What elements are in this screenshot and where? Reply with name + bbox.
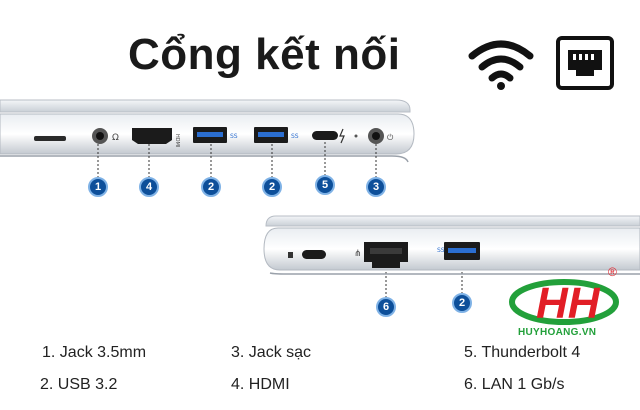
svg-text:SS: SS [291, 133, 299, 140]
legend-item-6: 6. LAN 1 Gb/s [464, 376, 565, 393]
callout-2a: 2 [201, 177, 221, 197]
legend-item-4: 4. HDMI [231, 376, 290, 393]
legend-item-3: 3. Jack sạc [231, 344, 312, 361]
callout-3: 3 [366, 177, 386, 197]
svg-text:Ω: Ω [112, 133, 119, 143]
callout-5: 5 [315, 175, 335, 195]
ethernet-port-icon [556, 36, 614, 90]
wifi-icon [468, 40, 534, 90]
logo-site: HUYHOANG.VN [518, 327, 597, 338]
logo-mark: HH [536, 279, 601, 328]
callout-6: 6 [376, 297, 396, 317]
legend-item-2: 2. USB 3.2 [40, 376, 118, 393]
legend-item-1: 1. Jack 3.5mm [42, 344, 147, 361]
callout-4: 4 [139, 177, 159, 197]
svg-text:⋔: ⋔ [354, 249, 362, 259]
huyhoang-logo: HH ® [509, 265, 619, 328]
svg-text:HDMI: HDMI [174, 134, 180, 147]
page-title: Cổng kết nối [128, 30, 401, 79]
svg-text:SS: SS [230, 133, 238, 140]
svg-text:⏻: ⏻ [387, 133, 394, 142]
logo-registered: ® [608, 265, 617, 279]
legend-item-5: 5. Thunderbolt 4 [464, 344, 581, 361]
svg-text:SS: SS [437, 247, 445, 254]
laptop-right-side: ⋔ SS [263, 215, 640, 275]
callout-2c: 2 [452, 293, 472, 313]
callout-2b: 2 [262, 177, 282, 197]
laptop-left-side: Ω HDMI SS SS ⏻ [0, 99, 415, 163]
callout-1: 1 [88, 177, 108, 197]
